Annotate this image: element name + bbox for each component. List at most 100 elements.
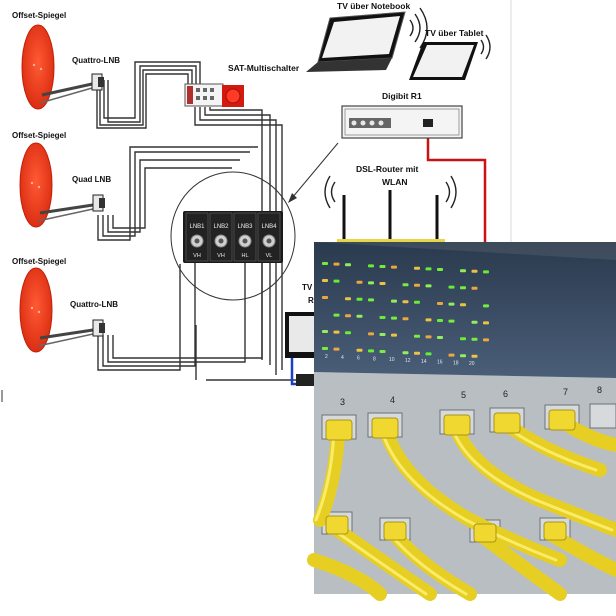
notebook: [306, 11, 406, 72]
switch-led: [379, 316, 386, 319]
lnb-label-3: Quattro-LNB: [70, 300, 118, 309]
receiver-label: Digibit R1: [382, 91, 422, 101]
lnb-label-1: Quattro-LNB: [72, 56, 120, 65]
dish-label-3: Offset-Spiegel: [12, 257, 66, 266]
switch-led: [448, 302, 455, 306]
pointer-arrow: [291, 142, 339, 199]
svg-text:3: 3: [340, 397, 345, 407]
switch-led: [437, 302, 443, 305]
switch-led: [356, 314, 363, 318]
switch-led: [322, 262, 328, 265]
multiswitch-label: SAT-Multischalter: [228, 63, 300, 73]
switch-led: [345, 331, 351, 335]
switch-led: [471, 337, 478, 341]
router-wifi-icon-left: [324, 175, 336, 209]
switch-led: [402, 351, 409, 355]
switch-led: [425, 318, 432, 322]
switch-led: [483, 270, 489, 274]
switch-led: [379, 333, 386, 336]
dish-label-1: Offset-Spiegel: [12, 11, 66, 20]
tv-label-partial: TV: [302, 283, 313, 292]
lnb-port-sub-4: VL: [266, 253, 273, 259]
switch-led: [368, 264, 374, 268]
switch-led: [356, 348, 363, 352]
switch-led: [379, 350, 386, 353]
switch-led: [391, 265, 397, 269]
zoom-circle: [170, 171, 296, 301]
pointer-arrowhead: [288, 193, 297, 203]
switch-led: [356, 280, 363, 284]
switch-led: [391, 316, 397, 320]
tv-receiver-label-partial: Re: [308, 296, 319, 305]
tablet-label: TV über Tablet: [425, 28, 484, 38]
switch-led: [425, 335, 432, 339]
switch-led: [345, 297, 351, 301]
svg-text:7: 7: [563, 387, 568, 397]
lnb-port-label-4: LNB4: [261, 224, 277, 230]
switch-led: [391, 299, 397, 303]
switch-led: [471, 269, 478, 273]
switch-led: [425, 267, 432, 271]
router-antennas: [342, 190, 439, 240]
switch-led: [322, 279, 328, 282]
switch-panel-number: 16: [437, 360, 443, 366]
switch-panel-number: 14: [421, 359, 427, 365]
switch-led: [448, 353, 455, 357]
receiver-device: [341, 105, 463, 139]
switch-led: [483, 338, 489, 342]
lnb-1: [91, 73, 104, 91]
switch-led: [414, 283, 420, 287]
switch-panel-number: 4: [341, 355, 344, 361]
lnb-port-label-3: LNB3: [237, 224, 253, 230]
switch-led: [414, 266, 420, 270]
switch-panel-number: 10: [389, 357, 395, 363]
switch-led: [448, 319, 455, 323]
sat-cables: [96, 61, 300, 381]
switch-led: [402, 317, 409, 321]
switch-led: [414, 300, 420, 304]
switch-led: [402, 300, 409, 304]
switch-led: [322, 296, 328, 299]
switch-led: [333, 313, 340, 317]
switch-led: [368, 349, 374, 353]
switch-led: [471, 354, 478, 358]
router-wifi-icon-right: [445, 175, 457, 209]
router-label-2: WLAN: [382, 177, 408, 187]
lnb-port-label-2: LNB2: [213, 224, 229, 230]
offset-dish-3: [19, 267, 94, 353]
switch-led: [471, 320, 478, 324]
switch-led: [425, 284, 432, 288]
switch-led: [437, 319, 443, 322]
switch-led: [333, 262, 340, 266]
svg-text:6: 6: [503, 389, 508, 399]
switch-panel-number: 18: [453, 360, 459, 366]
switch-led: [460, 354, 466, 358]
lnb-port-label-1: LNB1: [189, 224, 205, 230]
switch-led: [333, 330, 340, 334]
switch-led: [471, 286, 478, 290]
router-label-1: DSL-Router mit: [356, 164, 419, 174]
lnb-port-sub-2: VH: [217, 253, 225, 259]
switch-led: [368, 281, 374, 285]
svg-text:8: 8: [597, 385, 602, 395]
notebook-label: TV über Notebook: [337, 1, 410, 11]
switch-led: [333, 347, 340, 351]
switch-led: [460, 286, 466, 290]
switch-led: [414, 334, 420, 338]
switch-led: [437, 336, 443, 339]
switch-led: [460, 269, 466, 273]
switch-led: [483, 321, 489, 325]
switch-led: [402, 283, 409, 287]
switch-led: [437, 268, 443, 271]
switch-led: [483, 304, 489, 308]
lnb-2: [92, 194, 105, 212]
switch-led: [368, 332, 374, 336]
switch-led: [460, 303, 466, 307]
switch-led: [368, 298, 374, 302]
switch-panel-number: 2: [325, 354, 328, 360]
